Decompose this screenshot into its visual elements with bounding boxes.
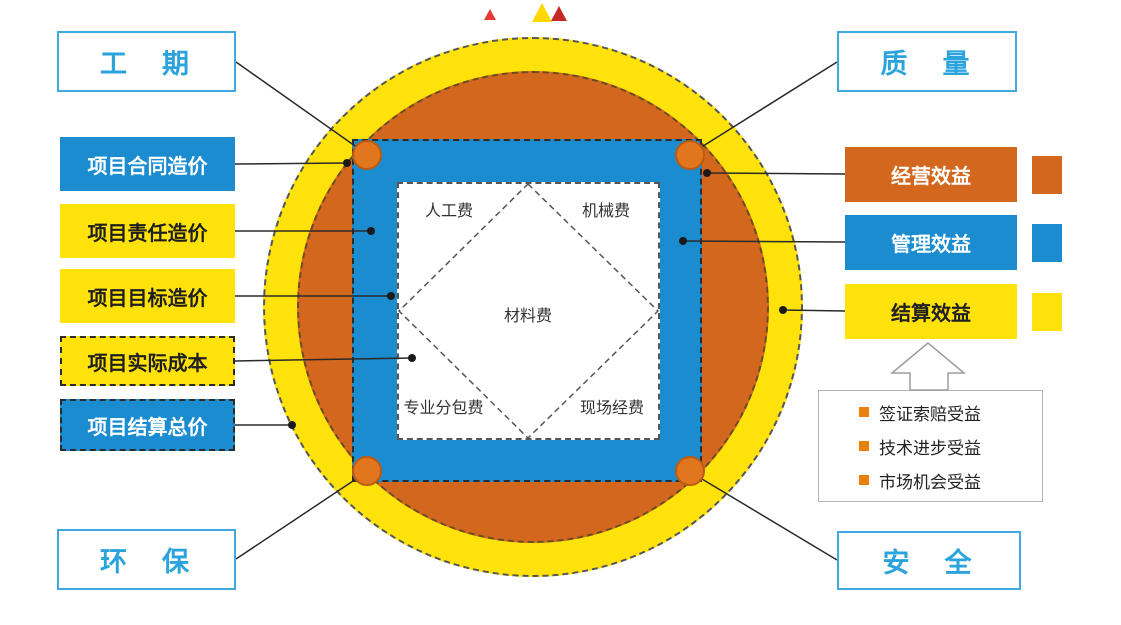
right-box-operating-benefit: 经营效益 — [845, 147, 1017, 202]
benefit-list-box: 签证索赔受益 技术进步受益 市场机会受益 — [818, 390, 1043, 502]
left-box-contract-cost: 项目合同造价 — [60, 137, 235, 191]
corner-box-quality: 质 量 — [837, 31, 1017, 92]
right-box-settlement-benefit: 结算效益 — [845, 284, 1017, 339]
benefit-label: 技术进步受益 — [879, 438, 981, 458]
cost-label-subcontract: 专业分包费 — [403, 400, 484, 417]
left-box-target-cost: 项目目标造价 — [60, 269, 235, 323]
corner-node-bottom-right — [675, 456, 705, 486]
cost-label-material: 材料费 — [503, 308, 552, 325]
bullet-square-icon — [859, 441, 869, 451]
legend-swatch-blue — [1032, 224, 1062, 262]
right-box-management-benefit: 管理效益 — [845, 215, 1017, 270]
corner-node-top-right — [675, 140, 705, 170]
benefit-label: 市场机会受益 — [879, 472, 981, 492]
up-arrow-icon — [889, 342, 967, 391]
benefit-item-market: 市场机会受益 — [859, 468, 1042, 493]
legend-swatch-yellow — [1032, 293, 1062, 331]
left-box-responsibility-cost: 项目责任造价 — [60, 204, 235, 258]
decor-triangle-red-small — [484, 9, 496, 20]
cost-label-machinery: 机械费 — [581, 203, 630, 220]
bullet-square-icon — [859, 407, 869, 417]
bullet-square-icon — [859, 475, 869, 485]
decor-triangle-red — [551, 6, 567, 21]
decor-triangle-yellow — [532, 3, 552, 22]
cost-label-site-expense: 现场经费 — [579, 400, 644, 417]
corner-box-environment: 环 保 — [57, 529, 236, 590]
legend-swatch-orange — [1032, 156, 1062, 194]
cost-label-labor: 人工费 — [424, 203, 473, 220]
benefit-item-technology: 技术进步受益 — [859, 434, 1042, 459]
benefit-item-claims: 签证索赔受益 — [859, 400, 1042, 425]
left-box-settlement-total: 项目结算总价 — [60, 399, 235, 451]
corner-node-bottom-left — [352, 456, 382, 486]
left-box-actual-cost: 项目实际成本 — [60, 336, 235, 386]
corner-box-safety: 安 全 — [837, 531, 1021, 590]
benefit-label: 签证索赔受益 — [879, 404, 981, 424]
corner-node-top-left — [352, 140, 382, 170]
corner-box-duration: 工 期 — [57, 31, 236, 92]
